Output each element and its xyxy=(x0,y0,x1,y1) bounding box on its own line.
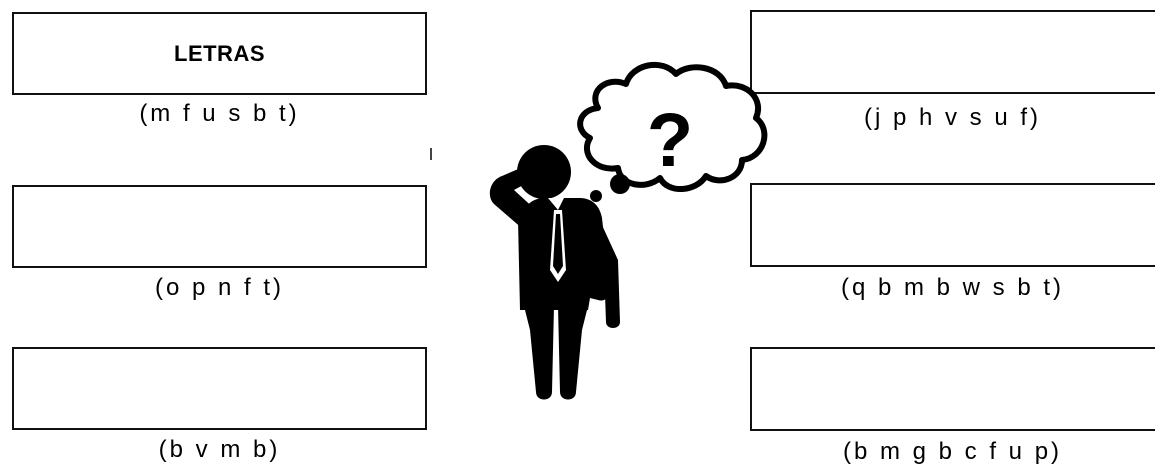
question-mark-icon: ? xyxy=(647,98,693,183)
answer-box-1[interactable]: LETRAS xyxy=(12,12,427,95)
clue-5: (q b m b w s b t) xyxy=(750,274,1155,302)
answer-box-5[interactable] xyxy=(750,183,1155,267)
clue-1: (m f u s b t) xyxy=(12,100,427,128)
clue-4: (j p h v s u f) xyxy=(750,104,1155,132)
answer-box-6[interactable] xyxy=(750,347,1155,431)
answer-box-3[interactable] xyxy=(12,347,427,430)
clue-3: (b v m b) xyxy=(12,436,427,464)
clue-6: (b m g b c f u p) xyxy=(750,438,1155,466)
answer-box-4[interactable] xyxy=(750,10,1155,94)
scan-speck xyxy=(430,148,432,160)
answer-box-1-text: LETRAS xyxy=(174,41,265,67)
clue-2: (o p n f t) xyxy=(12,274,427,302)
answer-box-2[interactable] xyxy=(12,185,427,268)
confused-person-thinking-icon: ? xyxy=(480,60,770,410)
